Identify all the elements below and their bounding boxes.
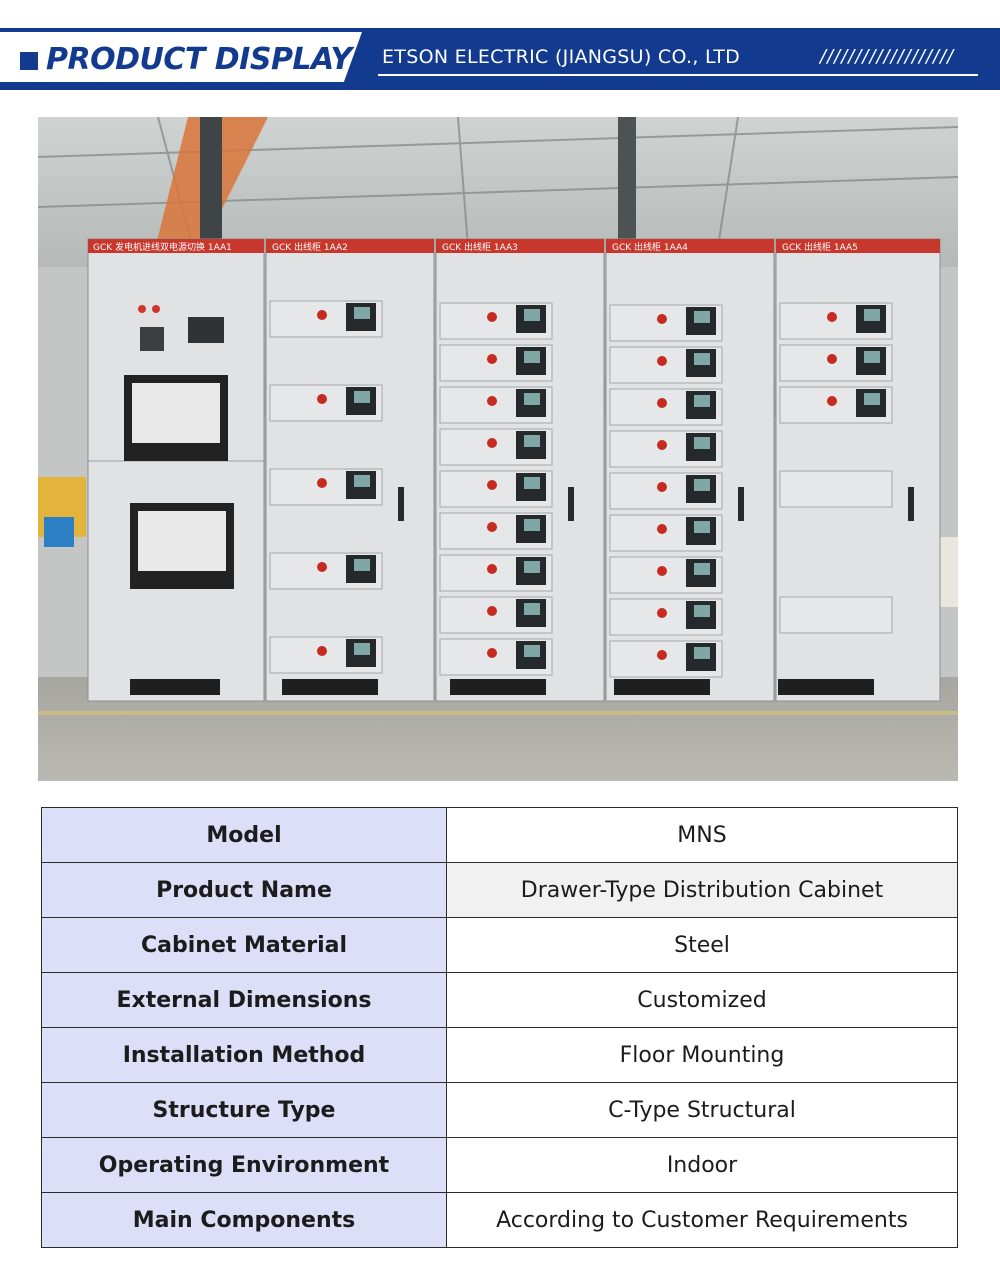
drawer-meter-screen <box>524 435 540 447</box>
drawer-handle-icon <box>657 398 667 408</box>
drawer-meter-screen <box>864 309 880 321</box>
drawer-unit <box>779 596 893 634</box>
header-divider <box>378 74 978 76</box>
spec-label: Installation Method <box>41 1027 447 1083</box>
cabinet-1aa1: GCK 发电机进线双电源切换 1AA1 <box>87 238 265 702</box>
cabinet-label-5: GCK 出线柜 1AA5 <box>782 241 858 253</box>
table-row: Structure Type C-Type Structural <box>41 1082 958 1138</box>
door-handle <box>738 487 744 521</box>
spec-label: Structure Type <box>41 1082 447 1138</box>
table-row: Product Name Drawer-Type Distribution Ca… <box>41 862 958 918</box>
spec-value: MNS <box>446 807 958 863</box>
slash-decoration: /////////////////// <box>820 46 955 67</box>
drawer-handle-icon <box>487 648 497 658</box>
drawer-handle-icon <box>487 564 497 574</box>
drawer-handle-icon <box>317 310 327 320</box>
spec-label: Product Name <box>41 862 447 918</box>
drawer-handle-icon <box>657 524 667 534</box>
drawer-handle-icon <box>657 650 667 660</box>
spec-table: Model MNS Product Name Drawer-Type Distr… <box>41 807 958 1248</box>
drawer-meter-screen <box>354 475 370 487</box>
drawer-meter-screen <box>354 307 370 319</box>
company-name: ETSON ELECTRIC (JIANGSU) CO., LTD <box>382 46 741 68</box>
drawer-handle-icon <box>657 356 667 366</box>
drawer-meter-screen <box>694 563 710 575</box>
drawer-meter-screen <box>694 605 710 617</box>
spec-label: Cabinet Material <box>41 917 447 973</box>
drawer-meter-screen <box>694 353 710 365</box>
drawer-meter-screen <box>694 647 710 659</box>
page-title: PRODUCT DISPLAY <box>46 42 352 77</box>
drawer-handle-icon <box>487 480 497 490</box>
door-handle <box>398 487 404 521</box>
cabinet-label-1: GCK 发电机进线双电源切换 1AA1 <box>93 241 232 253</box>
drawer-handle-icon <box>487 522 497 532</box>
spec-value: C-Type Structural <box>446 1082 958 1138</box>
drawer-meter-screen <box>524 309 540 321</box>
spec-label: Main Components <box>41 1192 447 1248</box>
drawer-meter-screen <box>864 351 880 363</box>
table-row: Model MNS <box>41 807 958 863</box>
drawer-handle-icon <box>827 312 837 322</box>
drawer-meter-screen <box>524 645 540 657</box>
switchgear-cabinet-photo: GCK 发电机进线双电源切换 1AA1 GCK 出线柜 1AA2 GCK 出线柜… <box>38 117 958 781</box>
table-row: Operating Environment Indoor <box>41 1137 958 1193</box>
drawer-handle-icon <box>657 608 667 618</box>
cabinet-label-2: GCK 出线柜 1AA2 <box>272 241 348 253</box>
drawer-handle-icon <box>657 314 667 324</box>
drawer-handle-icon <box>657 440 667 450</box>
spec-label: Operating Environment <box>41 1137 447 1193</box>
drawer-meter-screen <box>694 311 710 323</box>
title-plate: PRODUCT DISPLAY <box>0 32 362 82</box>
drawer-handle-icon <box>827 396 837 406</box>
table-row: External Dimensions Customized <box>41 972 958 1028</box>
cabinet-label-3: GCK 出线柜 1AA3 <box>442 241 518 253</box>
spec-value: Drawer-Type Distribution Cabinet <box>446 862 958 918</box>
drawer-handle-icon <box>487 354 497 364</box>
drawer-meter-screen <box>354 559 370 571</box>
spec-value: Indoor <box>446 1137 958 1193</box>
drawer-handle-icon <box>317 394 327 404</box>
drawer-handle-icon <box>487 312 497 322</box>
spec-value: Customized <box>446 972 958 1028</box>
drawer-meter-screen <box>524 477 540 489</box>
drawer-handle-icon <box>317 478 327 488</box>
drawer-meter-screen <box>524 351 540 363</box>
product-photo: GCK 发电机进线双电源切换 1AA1 GCK 出线柜 1AA2 GCK 出线柜… <box>38 117 958 781</box>
drawer-meter-screen <box>524 603 540 615</box>
spec-value: Steel <box>446 917 958 973</box>
table-row: Installation Method Floor Mounting <box>41 1027 958 1083</box>
table-row: Cabinet Material Steel <box>41 917 958 973</box>
drawer-meter-screen <box>524 393 540 405</box>
cabinet-label-4: GCK 出线柜 1AA4 <box>612 241 688 253</box>
drawer-handle-icon <box>317 646 327 656</box>
drawer-handle-icon <box>827 354 837 364</box>
spec-value: According to Customer Requirements <box>446 1192 958 1248</box>
spec-label: Model <box>41 807 447 863</box>
drawer-meter-screen <box>694 479 710 491</box>
drawer-meter-screen <box>354 643 370 655</box>
drawer-meter-screen <box>524 561 540 573</box>
drawer-meter-screen <box>864 393 880 405</box>
drawer-meter-screen <box>354 391 370 403</box>
drawer-handle-icon <box>487 396 497 406</box>
bullet-square-icon <box>20 52 38 70</box>
drawer-meter-screen <box>694 395 710 407</box>
spec-value: Floor Mounting <box>446 1027 958 1083</box>
door-handle <box>908 487 914 521</box>
drawer-handle-icon <box>487 438 497 448</box>
drawer-meter-screen <box>694 521 710 533</box>
header-banner: PRODUCT DISPLAY ETSON ELECTRIC (JIANGSU)… <box>0 28 1000 90</box>
drawer-handle-icon <box>317 562 327 572</box>
spec-label: External Dimensions <box>41 972 447 1028</box>
drawer-handle-icon <box>657 566 667 576</box>
drawer-meter-screen <box>694 437 710 449</box>
table-row: Main Components According to Customer Re… <box>41 1192 958 1248</box>
drawer-unit <box>779 470 893 508</box>
door-handle <box>568 487 574 521</box>
drawer-handle-icon <box>487 606 497 616</box>
drawer-handle-icon <box>657 482 667 492</box>
drawer-meter-screen <box>524 519 540 531</box>
